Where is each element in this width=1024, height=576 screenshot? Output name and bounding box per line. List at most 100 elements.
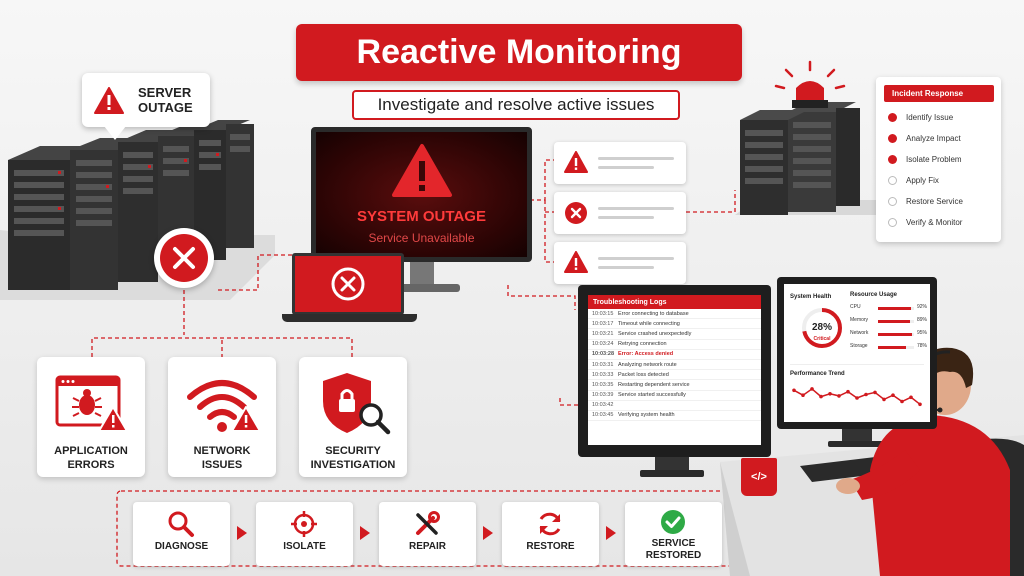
magnifier-icon (168, 511, 194, 537)
close-circle-icon (565, 202, 587, 224)
resource-name: Storage (850, 343, 868, 349)
log-time: 10:03:39 (592, 392, 614, 399)
alert-card-warning[interactable] (554, 142, 686, 184)
callout-line-2: OUTAGE (138, 100, 193, 115)
page-subtitle: Investigate and resolve active issues (352, 90, 680, 120)
log-time: 10:03:17 (592, 320, 614, 327)
log-message: Service crashed unexpectedly (618, 330, 692, 337)
process-step-restore[interactable]: RESTORE (502, 502, 599, 566)
resource-name: Memory (850, 317, 869, 323)
trend-point (846, 389, 850, 394)
log-time: 10:03:33 (592, 371, 614, 378)
trend-point (819, 394, 823, 399)
issue-label-line: NETWORK (193, 445, 251, 457)
arrow-right-icon (237, 526, 247, 540)
alert-card-error[interactable] (554, 192, 686, 234)
trend-point (918, 402, 922, 407)
process-step-repair[interactable]: REPAIR (379, 502, 476, 566)
log-time: 10:03:42 (592, 402, 614, 409)
trend-point (855, 396, 859, 400)
resource-bar (878, 333, 914, 336)
process-step-diagnose[interactable]: DIAGNOSE (133, 502, 230, 566)
log-message: Retrying connection (618, 341, 667, 348)
log-time: 10:03:15 (592, 310, 614, 317)
resource-percent: 95% (917, 330, 928, 336)
health-gauge (802, 308, 842, 348)
health-percent: 28% (811, 322, 832, 333)
empty-circle-icon (888, 217, 897, 227)
issue-card-security[interactable]: SECURITY INVESTIGATION (299, 357, 407, 477)
trend-point (864, 392, 868, 397)
log-time: 10:03:45 (592, 412, 614, 419)
wifi-icon (187, 380, 261, 432)
step-label: REPAIR (379, 541, 476, 553)
process-step-isolate[interactable]: ISOLATE (256, 502, 353, 566)
log-message: Timeout while connecting (618, 320, 680, 327)
ir-step: Isolate Problem (888, 152, 962, 166)
step-label: ISOLATE (256, 541, 353, 553)
performance-trend-chart (792, 387, 922, 407)
server-rack-left (0, 120, 275, 300)
page-title: Reactive Monitoring (296, 24, 742, 81)
trend-point (900, 399, 904, 404)
check-circle-icon (888, 112, 897, 122)
server-error-badge (154, 228, 214, 288)
step-label-line: RESTORED (645, 550, 702, 561)
check-circle-icon (661, 510, 685, 534)
ir-step-label: Verify & Monitor (906, 217, 963, 227)
issue-label: SECURITY INVESTIGATION (299, 444, 407, 472)
server-outage-callout: SERVER OUTAGE (82, 73, 210, 127)
log-message: Restarting dependent service (618, 381, 690, 388)
trend-point (837, 394, 841, 398)
log-row: 10:03:17 Timeout while connecting (588, 319, 761, 330)
warning-icon (392, 144, 452, 197)
issue-card-network[interactable]: NETWORK ISSUES (168, 357, 276, 477)
server-rack-right (735, 60, 900, 215)
log-time: 10:03:31 (592, 361, 614, 368)
tools-icon (416, 511, 440, 535)
coffee-mug: </> (741, 458, 777, 496)
log-time: 10:03:24 (592, 341, 614, 348)
check-circle-icon (888, 133, 897, 143)
log-time: 10:03:21 (592, 330, 614, 337)
log-row: 10:03:42 (588, 401, 761, 411)
check-circle-icon (888, 154, 897, 164)
laptop-base (282, 314, 417, 322)
resource-name: Network (850, 330, 869, 336)
trend-point (891, 393, 895, 397)
trend-title: Performance Trend (790, 371, 845, 377)
issue-card-application[interactable]: APPLICATION ERRORS (37, 357, 145, 477)
trend-point (810, 387, 814, 391)
empty-circle-icon (888, 196, 897, 206)
warning-icon (564, 151, 588, 173)
resource-bar-fill (878, 333, 913, 336)
issue-label-line: ERRORS (67, 459, 115, 471)
refresh-icon (539, 512, 561, 536)
ir-step-label: Analyze Impact (906, 133, 961, 143)
monitor-title: SYSTEM OUTAGE (357, 208, 486, 225)
ir-step: Verify & Monitor (888, 215, 962, 229)
bug-icon (55, 375, 128, 432)
warning-icon (94, 86, 124, 114)
close-circle-icon (160, 234, 208, 282)
log-message: Error: Access denied (618, 351, 674, 358)
step-label: DIAGNOSE (133, 541, 230, 553)
resource-name: CPU (850, 304, 861, 310)
arrow-right-icon (606, 526, 616, 540)
resource-bar-fill (878, 320, 911, 323)
ir-step-label: Apply Fix (906, 175, 939, 185)
callout-tail (104, 126, 126, 140)
system-health-title: System Health (790, 294, 832, 300)
ir-step: Apply Fix (888, 173, 939, 187)
shield-lock-icon (323, 373, 391, 435)
resource-bar-fill (878, 346, 907, 349)
ir-step-label: Identify Issue (906, 112, 954, 122)
alert-card-warning[interactable] (554, 242, 686, 284)
